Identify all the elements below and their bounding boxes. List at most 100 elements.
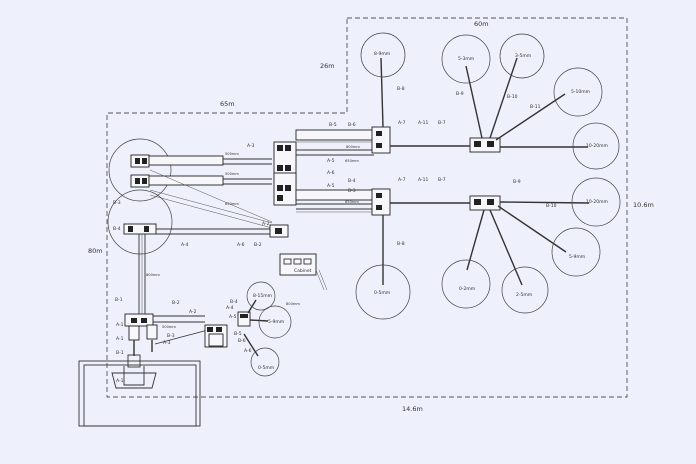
stockpile-upper-a-label: 5-3mm [458,56,474,62]
label-u-b5: B-5 [329,122,337,128]
stockpile-lower-b [501,266,549,314]
label-s-b2: B-2 [172,300,180,306]
radial-stackers-upper [465,57,588,148]
label-u-b11: B-11 [530,104,541,110]
control-cabinet [279,253,328,291]
stockpile-lower-a [441,259,491,309]
stockpile-lower-c-label: 5-9mm [569,254,585,260]
stockpile-0-5mm-small [250,347,280,377]
screen-station-upper [371,126,501,154]
stockpile-upper-b [499,33,545,79]
label-l-a7: A-7 [398,177,406,183]
label-w-a4: A-4 [181,242,189,248]
label-w-a2: A-2 [262,221,270,227]
long-conveyors-left [148,155,273,235]
label-w-a1: A-1 [116,322,124,328]
label-l-b9: B-9 [513,179,521,185]
label-u-a11: A-11 [418,120,428,126]
label-s-b5: B-5 [234,331,242,337]
stockpile-8-15mm [246,281,276,311]
dim-right-height: 10.6m [633,201,654,209]
label-s-b1: B-1 [116,350,124,356]
stockpile-lower-a-label: 0-2mm [459,286,475,292]
label-s-a3: A-3 [163,340,171,346]
beltwidth-bw3: 650mm [225,202,239,206]
label-l-b3: B-3 [348,188,356,194]
beltwidth-bw5: 500mm [162,325,176,329]
label-l-b8: B-8 [397,241,405,247]
conveyors-to-screens [295,129,375,213]
beltwidth-bw4: 800mm [146,273,160,277]
label-u-b8: B-8 [397,86,405,92]
stockpile-upper-left-label: 8-9mm [374,51,390,57]
beltwidth-bw2: 500mm [225,172,239,176]
screen-station-lower [371,188,501,216]
label-w-a3: A-3 [247,143,255,149]
stockpile-upper-b-label: 3-5mm [515,53,531,59]
label-u-a7: A-7 [398,120,406,126]
label-u-a6: A-6 [327,170,335,176]
label-l-b7: B-7 [438,177,446,183]
label-l-b10: B-10 [546,203,557,209]
stockpile-5-9mm-small-label: 5-9mm [268,319,284,325]
label-s-a5: A-5 [229,314,237,320]
transfer-conveyor-bottom [153,315,209,345]
dim-bottom-width: 14.6m [402,405,423,413]
beltwidth-bw8: 650mm [345,200,359,204]
stockpile-lower-d-label: 10-20mm [586,199,608,205]
stockpile-lower-c [551,227,601,277]
stockpile-lower-b-label: 2-5mm [516,292,532,298]
label-s-b6: B-6 [238,338,246,344]
stockpile-5-9mm-small [258,305,292,339]
stockpile-lower-left-label: 0-5mm [374,290,390,296]
stockpile-upper-d [572,122,620,170]
label-s-b4: B-4 [230,299,238,305]
label-w-a6: A-6 [237,242,245,248]
label-u-a5: A-5 [327,158,335,164]
radial-stackers-lower [466,201,590,286]
label-u-b10: B-10 [507,94,518,100]
feed-pit [78,354,201,427]
label-s-a1: A-1 [116,378,124,384]
stockpile-upper-d-label: 10-20mm [586,143,608,149]
beltwidth-bw7: 650mm [345,159,359,163]
beltwidth-bw6: 800mm [346,145,360,149]
junction-station-upper [269,141,297,238]
secondary-crusher-small [204,311,251,348]
stacker-upper-left [380,57,384,128]
dim-left-upper-width: 65m [220,100,235,108]
stockpile-upper-c [553,67,603,117]
cabinet-label: Cabinet [294,268,312,274]
label-l-a5: A-5 [327,183,335,189]
label-w-b2: B-2 [254,242,262,248]
label-l-a11: A-11 [418,177,428,183]
label-w-b3: B-3 [113,200,121,206]
label-s-a6: A-6 [244,348,252,354]
dim-left-height: 80m [88,247,103,255]
stockpile-upper-c-label: 5-10mm [571,89,590,95]
stockpile-0-5mm-small-label: 0-5mm [258,365,274,371]
stockpile-lower-d [571,177,621,227]
label-u-b7: B-7 [438,120,446,126]
label-s-b3: B-3 [167,333,175,339]
label-s-a4: A-4 [226,305,234,311]
dim-top-width: 60m [474,20,489,28]
stockpile-upper-a [441,34,491,84]
label-w-b4: B-4 [113,226,121,232]
stockpile-8-15mm-label: 8-15mm [253,293,272,299]
beltwidth-bw1: 500mm [225,152,239,156]
site-boundary [106,17,628,398]
label-l-b4: B-4 [348,178,356,184]
label-w-b1: B-1 [115,297,123,303]
main-riser-conveyor [138,232,146,314]
stockpile-lower-left [355,264,411,320]
beltwidth-bw9: 800mm [286,302,300,306]
stockpile-upper-left [360,32,406,78]
conveyor-to-0-5-small [243,333,259,357]
label-u-b6: B-6 [348,122,356,128]
dim-step-height: 26m [320,62,335,70]
label-s-a2: A-2 [189,309,197,315]
label-u-b9: B-9 [456,91,464,97]
primary-crusher-station [124,313,158,356]
